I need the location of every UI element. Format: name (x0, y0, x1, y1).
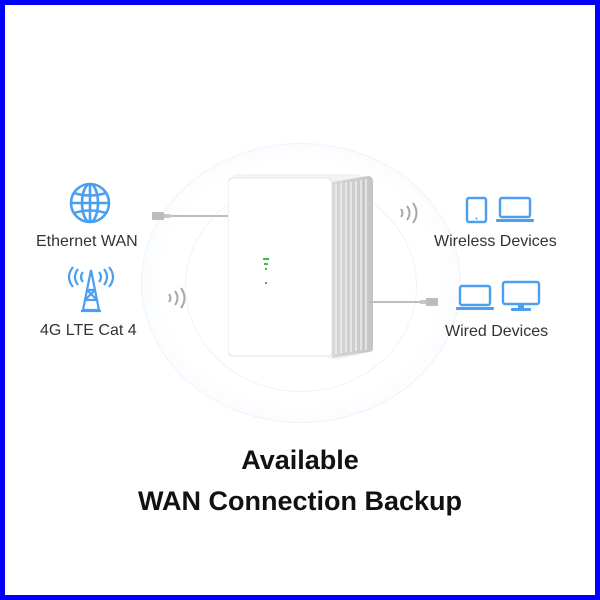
headline-line-1: Available (241, 445, 359, 475)
globe-icon (69, 182, 111, 224)
laptop-icon (456, 284, 494, 310)
cell-tower-icon (67, 266, 115, 313)
router-device (228, 174, 373, 360)
monitor-icon (501, 280, 541, 311)
lte-label: 4G LTE Cat 4 (40, 322, 137, 339)
headline-line-2: WAN Connection Backup (137, 486, 462, 516)
wireless-signal-icon (168, 287, 186, 309)
laptop-icon (496, 196, 534, 222)
wireless-devices-label: Wireless Devices (434, 233, 557, 250)
ethernet-wan-label: Ethernet WAN (36, 233, 138, 250)
lan-cable-icon (368, 298, 438, 306)
ethernet-cable-icon (152, 212, 232, 220)
wireless-signal-icon (400, 202, 418, 224)
wired-devices-label: Wired Devices (445, 323, 549, 340)
tablet-icon (465, 196, 488, 224)
